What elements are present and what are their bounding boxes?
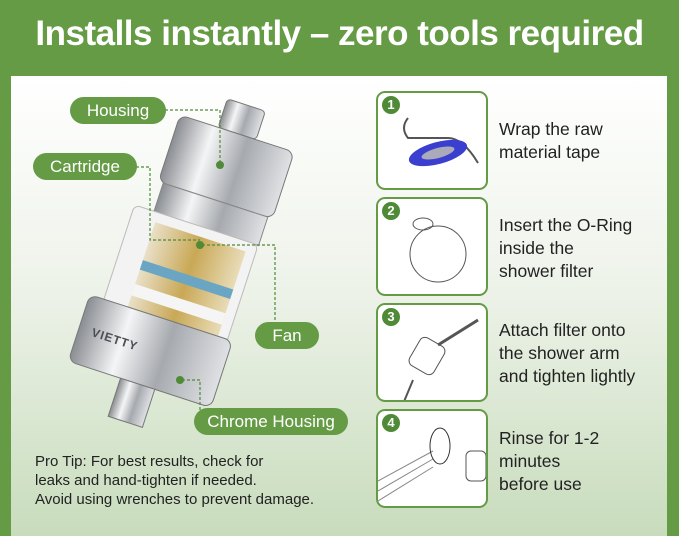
step-2-illustration: 2: [376, 197, 488, 296]
attach-filter-icon: [403, 318, 479, 400]
text-line: shower filter: [499, 261, 594, 281]
text-line: Attach filter onto: [499, 320, 626, 340]
shower-filter-exploded-image: [69, 99, 293, 429]
step-1-text: Wrap the raw material tape: [499, 118, 603, 164]
label-cartridge: Cartridge: [33, 153, 137, 180]
text-line: Pro Tip: For best results, check for: [35, 453, 264, 470]
text-line: the shower arm: [499, 343, 620, 363]
text-line: and tighten lightly: [499, 366, 636, 386]
step-1-illustration: 1: [376, 91, 488, 190]
step-number: 4: [382, 414, 400, 432]
text-line: material tape: [499, 142, 601, 162]
rinse-shower-icon: [378, 427, 486, 502]
page-title: Installs instantly – zero tools required: [35, 14, 644, 53]
text-line: Avoid using wrenches to prevent damage.: [35, 491, 315, 508]
text-line: Rinse for 1-2: [499, 428, 600, 448]
step-number: 2: [382, 202, 400, 220]
text-line: inside the: [499, 238, 574, 258]
step-4-illustration: 4: [376, 409, 488, 508]
step-4-text: Rinse for 1-2 minutes before use: [499, 427, 599, 496]
filter-o-ring-icon: [409, 217, 467, 283]
shower-arm-tape-icon: [403, 117, 479, 167]
pro-tip: Pro Tip: For best results, check for leak…: [35, 452, 314, 509]
step-number: 3: [382, 308, 400, 326]
text-line: Wrap the raw: [499, 119, 603, 139]
label-chrome-housing: Chrome Housing: [194, 408, 348, 435]
label-housing: Housing: [70, 97, 166, 124]
text-line: Insert the O-Ring: [499, 215, 633, 235]
text-line: leaks and hand-tighten if needed.: [35, 472, 257, 489]
label-fan: Fan: [255, 322, 319, 349]
step-2-text: Insert the O-Ring inside the shower filter: [499, 214, 632, 283]
step-3-text: Attach filter onto the shower arm and tigh…: [499, 319, 635, 388]
step-3-illustration: 3: [376, 303, 488, 402]
step-number: 1: [382, 96, 400, 114]
text-line: before use: [499, 474, 582, 494]
text-line: minutes: [499, 451, 561, 471]
